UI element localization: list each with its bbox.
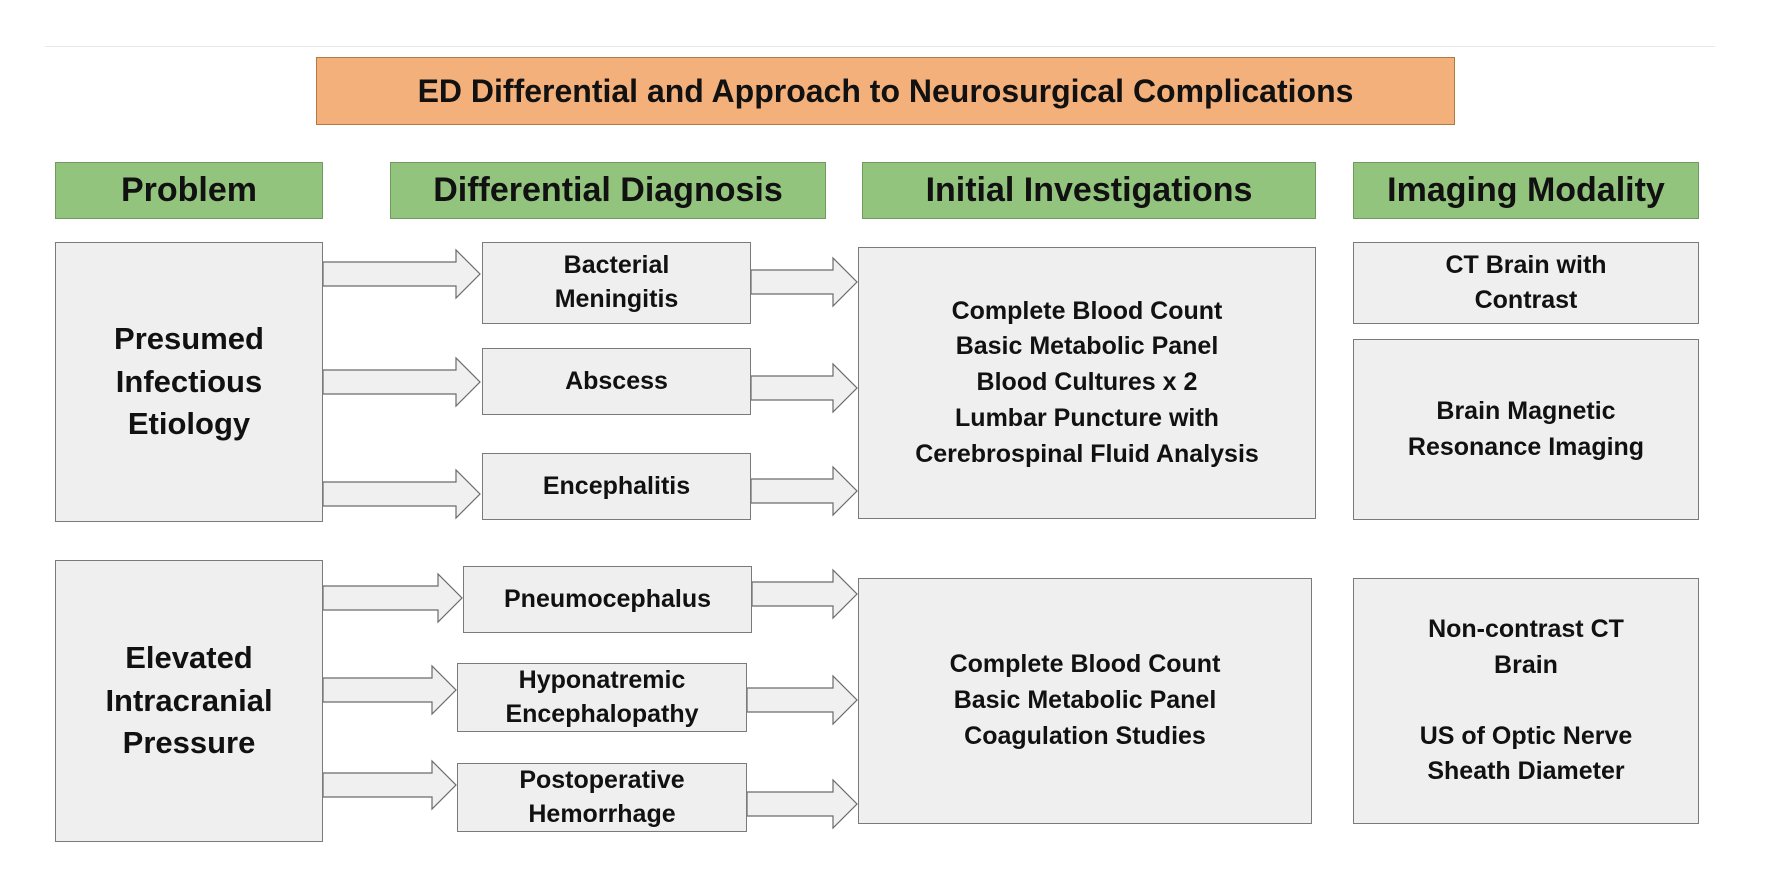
arrow-encephalitis-to-investigations — [750, 465, 858, 517]
arrow-infectious-to-abscess — [322, 356, 481, 408]
header-differential-diagnosis: Differential Diagnosis — [390, 162, 826, 219]
arrow-hyponatremic-to-investigations — [746, 674, 858, 726]
arrow-pneumocephalus-to-investigations — [751, 568, 858, 620]
differential-pneumocephalus: Pneumocephalus — [463, 566, 752, 633]
arrow-infectious-to-meningitis — [322, 248, 481, 300]
header-imaging-modality: Imaging Modality — [1353, 162, 1699, 219]
differential-encephalitis: Encephalitis — [482, 453, 751, 520]
imaging-brain-mri: Brain Magnetic Resonance Imaging — [1353, 339, 1699, 520]
investigations-icp: Complete Blood Count Basic Metabolic Pan… — [858, 578, 1312, 824]
imaging-noncontrast-ct-us-optic-nerve: Non-contrast CT Brain US of Optic Nerve … — [1353, 578, 1699, 824]
top-divider — [45, 46, 1715, 47]
problem-elevated-icp: Elevated Intracranial Pressure — [55, 560, 323, 842]
differential-bacterial-meningitis: Bacterial Meningitis — [482, 242, 751, 324]
arrow-icp-to-hemorrhage — [322, 759, 457, 811]
arrow-icp-to-pneumocephalus — [322, 572, 463, 624]
diagram-title: ED Differential and Approach to Neurosur… — [316, 57, 1455, 125]
differential-postoperative-hemorrhage: Postoperative Hemorrhage — [457, 763, 747, 832]
imaging-ct-brain-contrast: CT Brain with Contrast — [1353, 242, 1699, 324]
header-problem: Problem — [55, 162, 323, 219]
differential-abscess: Abscess — [482, 348, 751, 415]
arrow-abscess-to-investigations — [750, 362, 858, 414]
investigations-infectious: Complete Blood Count Basic Metabolic Pan… — [858, 247, 1316, 519]
arrow-infectious-to-encephalitis — [322, 468, 481, 520]
differential-hyponatremic-encephalopathy: Hyponatremic Encephalopathy — [457, 663, 747, 732]
arrow-icp-to-hyponatremic — [322, 664, 457, 716]
arrow-hemorrhage-to-investigations — [746, 778, 858, 830]
arrow-meningitis-to-investigations — [750, 256, 858, 308]
header-initial-investigations: Initial Investigations — [862, 162, 1316, 219]
problem-infectious-etiology: Presumed Infectious Etiology — [55, 242, 323, 522]
